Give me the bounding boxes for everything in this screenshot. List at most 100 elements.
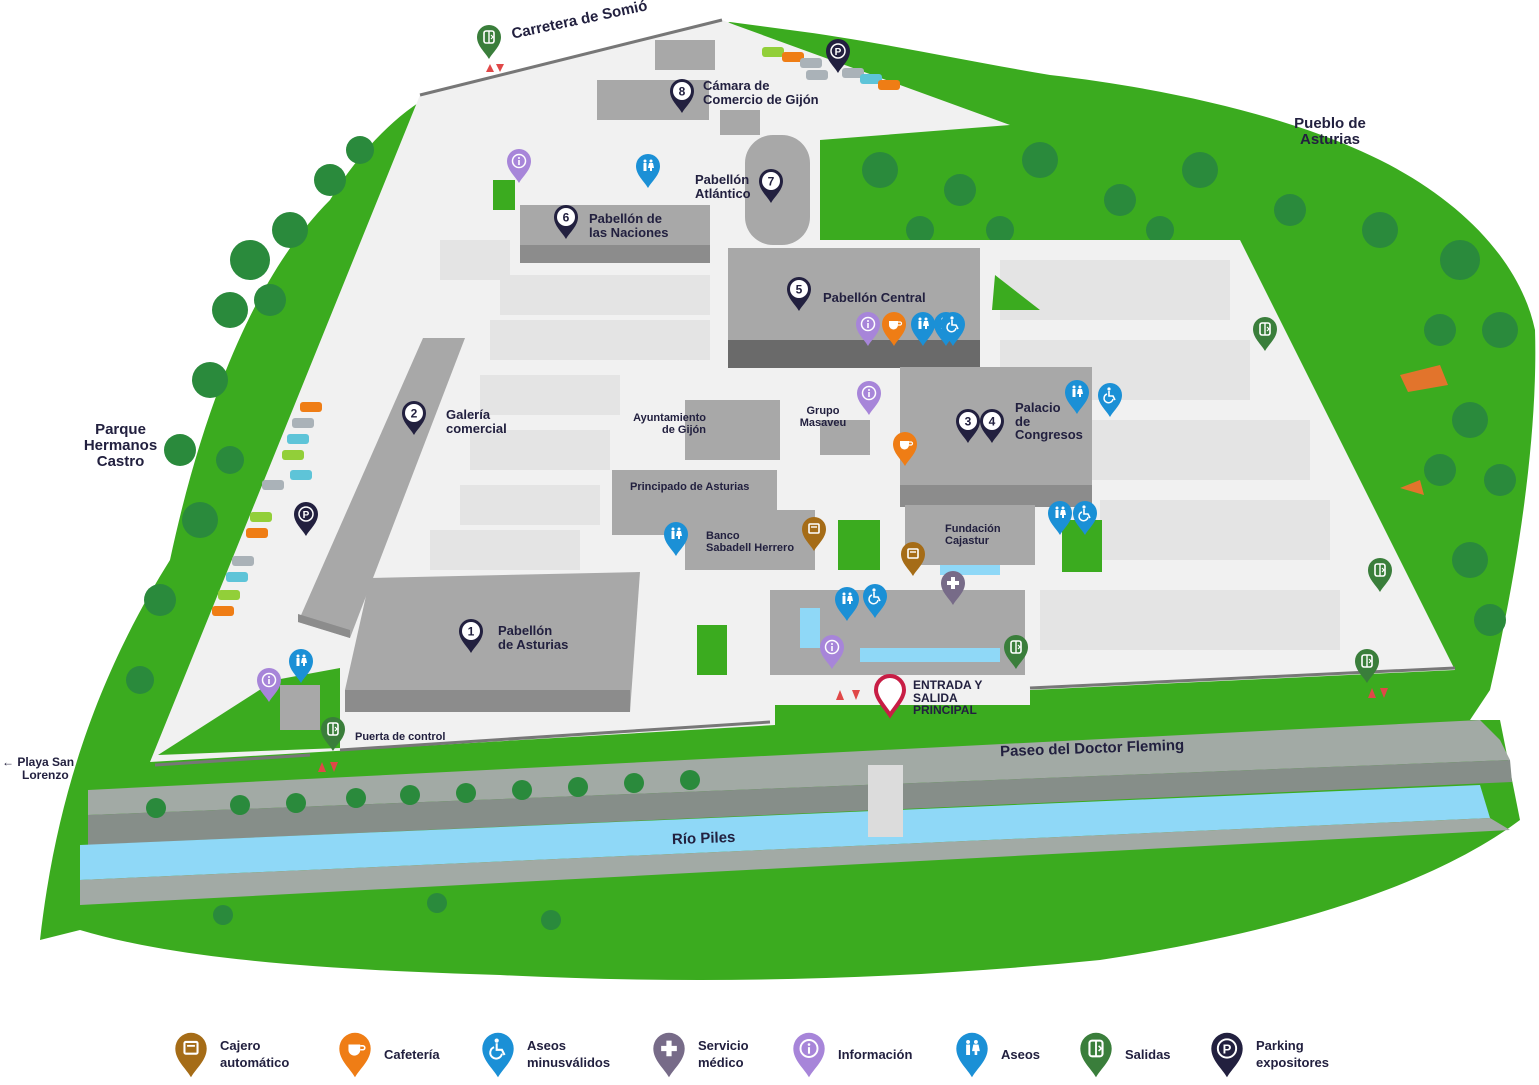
map-pin-aseos[interactable] xyxy=(663,521,689,557)
building-pin-2[interactable]: 2 xyxy=(401,400,427,436)
restroom-icon xyxy=(955,1031,989,1079)
map-pin-aseos[interactable] xyxy=(288,648,314,684)
map-pin-informacion[interactable] xyxy=(256,667,282,703)
map-pin-salidas[interactable] xyxy=(1354,648,1380,684)
building-pin-5[interactable]: 5 xyxy=(786,276,812,312)
svg-text:P: P xyxy=(303,510,310,521)
place-playa: ← Playa San Lorenzo xyxy=(2,755,75,782)
legend-aseos: Aseos xyxy=(955,1031,1040,1079)
info-icon xyxy=(792,1031,826,1079)
coffee-icon xyxy=(338,1031,372,1079)
place-pueblo: Pueblo de Asturias xyxy=(1294,115,1366,148)
map-pin-informacion[interactable] xyxy=(856,380,882,416)
svg-text:P: P xyxy=(1223,1042,1232,1057)
tree-clusters xyxy=(126,136,1518,694)
map-pin-aseos-minusvalidos[interactable] xyxy=(1097,382,1123,418)
svg-text:P: P xyxy=(835,47,842,58)
legend-salidas: Salidas xyxy=(1079,1031,1171,1079)
svg-text:2: 2 xyxy=(411,407,418,421)
bridge xyxy=(868,765,903,837)
map-pin-aseos[interactable] xyxy=(1047,500,1073,536)
parking-icon: P xyxy=(1210,1031,1244,1079)
building-pin-4[interactable]: 4 xyxy=(979,408,1005,444)
exit-icon xyxy=(1079,1031,1113,1079)
map-pin-salidas[interactable] xyxy=(320,716,346,752)
map-pin-aseos-minusvalidos[interactable] xyxy=(862,583,888,619)
svg-text:8: 8 xyxy=(679,85,686,99)
building-pin-7[interactable]: 7 xyxy=(758,168,784,204)
buildings xyxy=(280,40,1092,730)
building-pin-8[interactable]: 8 xyxy=(669,78,695,114)
map-pin-cajero[interactable] xyxy=(801,516,827,552)
map-pin-aseos-minusvalidos[interactable] xyxy=(1072,500,1098,536)
building-pin-1[interactable]: 1 xyxy=(458,618,484,654)
river-piles xyxy=(80,785,1490,880)
building-ayuntamiento xyxy=(685,400,780,460)
medical-cross-icon xyxy=(652,1031,686,1079)
map-pin-parking[interactable]: P xyxy=(293,501,319,537)
map-pin-salidas[interactable] xyxy=(1252,316,1278,352)
map-pin-informacion[interactable] xyxy=(855,311,881,347)
building-cajastur xyxy=(905,505,1035,565)
label-principado: Principado de Asturias xyxy=(630,481,750,493)
map-pin-cafeteria[interactable] xyxy=(881,311,907,347)
gate-label: Puerta de control xyxy=(355,731,446,743)
main-entrance-marker[interactable] xyxy=(873,650,907,719)
map-pin-cafeteria[interactable] xyxy=(892,431,918,467)
building-pin-6[interactable]: 6 xyxy=(553,204,579,240)
map-pin-salidas[interactable] xyxy=(1367,557,1393,593)
atm-icon xyxy=(174,1031,208,1079)
svg-text:4: 4 xyxy=(989,415,996,429)
map-pin-servicio-medico[interactable] xyxy=(940,570,966,606)
map-pin-cajero[interactable] xyxy=(900,541,926,577)
houses xyxy=(1400,365,1448,495)
wheelchair-icon xyxy=(481,1031,515,1079)
entry-arrows xyxy=(318,64,1388,772)
legend-cafeteria: Cafetería xyxy=(338,1031,440,1079)
map-pin-salidas[interactable] xyxy=(476,24,502,60)
place-parque: Parque Hermanos Castro xyxy=(83,421,158,470)
building-sabadell xyxy=(685,510,815,570)
map-pin-aseos[interactable] xyxy=(910,311,936,347)
river-label: Río Piles xyxy=(671,828,736,849)
map-pin-aseos[interactable] xyxy=(834,586,860,622)
svg-text:1: 1 xyxy=(468,625,475,639)
fences xyxy=(154,18,1456,767)
svg-text:6: 6 xyxy=(563,211,570,225)
map-pin-aseos-minusvalidos[interactable] xyxy=(940,311,966,347)
building-control xyxy=(280,685,320,730)
legend-informacion: Información xyxy=(792,1031,912,1079)
building-pin-3[interactable]: 3 xyxy=(955,408,981,444)
map-pin-informacion[interactable] xyxy=(819,634,845,670)
building-masaveu xyxy=(820,420,870,455)
map-pin-parking[interactable]: P xyxy=(825,38,851,74)
label-pabellon-central: Pabellón Central xyxy=(823,290,926,305)
road-trees xyxy=(146,770,700,930)
svg-text:7: 7 xyxy=(768,175,775,189)
parked-cars xyxy=(212,47,900,616)
road-fleming xyxy=(88,720,1510,815)
map-pin-informacion[interactable] xyxy=(506,148,532,184)
svg-text:5: 5 xyxy=(796,283,803,297)
arrow-left-icon: ← xyxy=(2,755,14,769)
map-pin-aseos[interactable] xyxy=(635,153,661,189)
svg-text:3: 3 xyxy=(965,415,972,429)
ground-blocks xyxy=(430,240,1340,650)
river-and-road xyxy=(80,720,1512,905)
map-pin-aseos[interactable] xyxy=(1064,379,1090,415)
map-pin-salidas[interactable] xyxy=(1003,634,1029,670)
